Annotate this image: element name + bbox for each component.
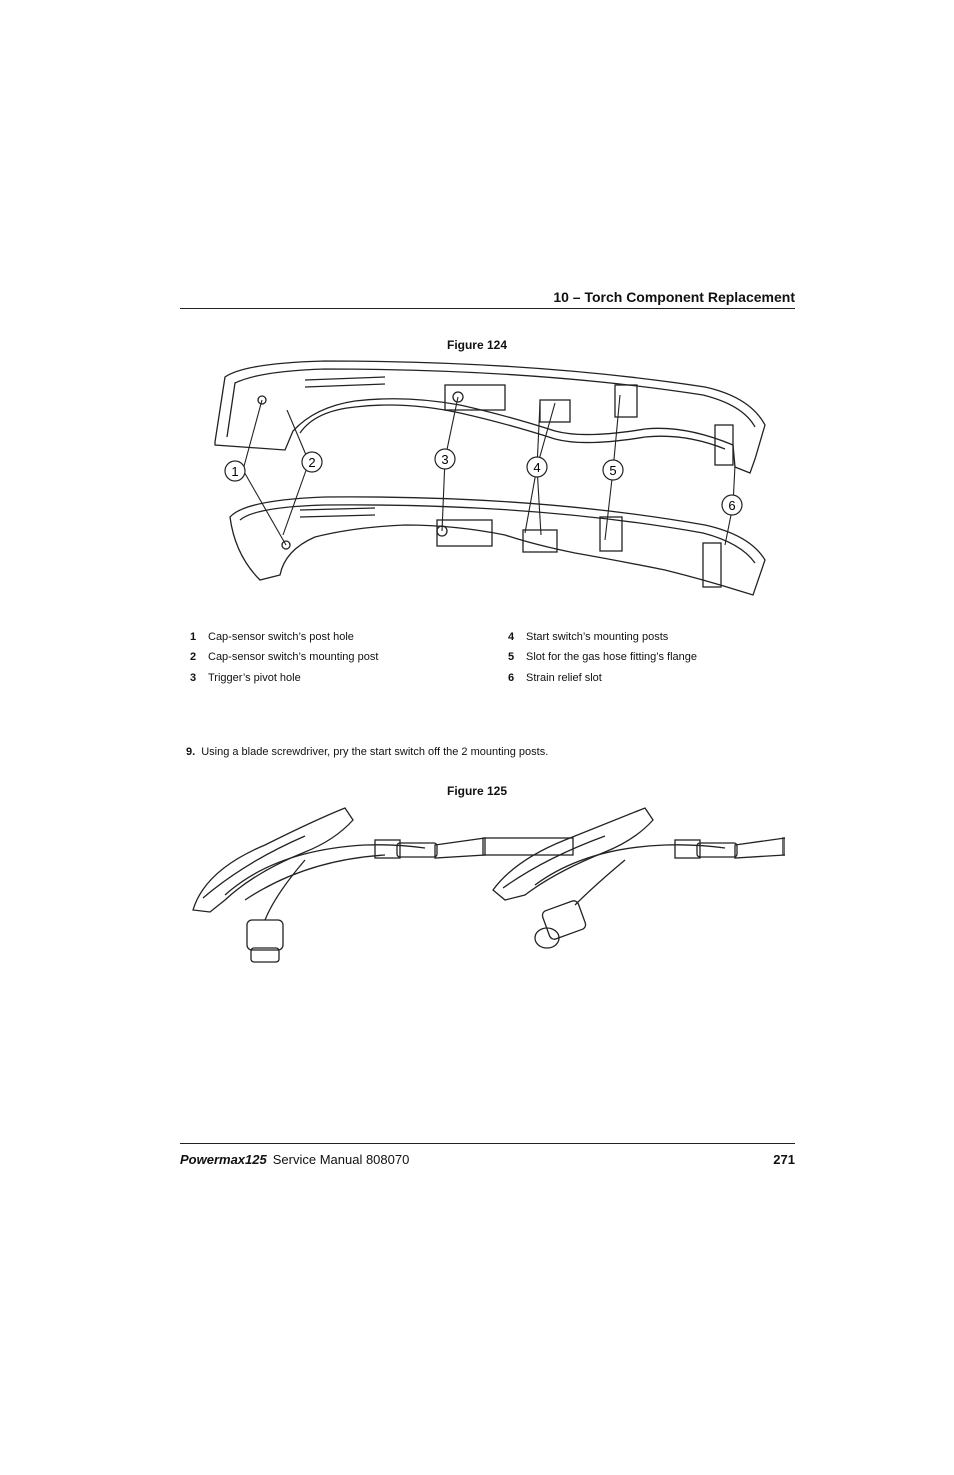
svg-text:5: 5 xyxy=(609,463,616,478)
figure-125-illustration xyxy=(192,807,785,963)
chapter-title: 10 – Torch Component Replacement xyxy=(553,289,795,305)
callout-4: 4 xyxy=(526,456,548,478)
callout-3: 3 xyxy=(434,448,456,470)
step-9: 9.Using a blade screwdriver, pry the sta… xyxy=(186,746,549,758)
figure-125-right-view xyxy=(492,807,785,949)
lower-handle-half xyxy=(229,496,766,596)
callout-2: 2 xyxy=(301,451,323,473)
footer-rule xyxy=(180,1143,795,1144)
callout-6: 6 xyxy=(721,494,743,516)
figure-125-caption: Figure 125 xyxy=(446,784,508,798)
figure-124-illustration: 1 2 3 4 5 6 xyxy=(214,360,766,596)
footer-brand: Powermax125 xyxy=(180,1152,267,1167)
svg-text:3: 3 xyxy=(441,452,448,467)
svg-text:2: 2 xyxy=(308,455,315,470)
svg-text:1: 1 xyxy=(231,464,238,479)
page-number: 271 xyxy=(773,1152,795,1167)
svg-text:6: 6 xyxy=(728,498,735,513)
svg-text:4: 4 xyxy=(533,460,540,475)
figure-125-left-view xyxy=(192,807,574,963)
header-rule xyxy=(180,308,795,309)
callout-1: 1 xyxy=(224,460,246,482)
figure-124-caption: Figure 124 xyxy=(446,338,508,352)
callout-5: 5 xyxy=(602,459,624,481)
upper-handle-half xyxy=(214,360,766,474)
